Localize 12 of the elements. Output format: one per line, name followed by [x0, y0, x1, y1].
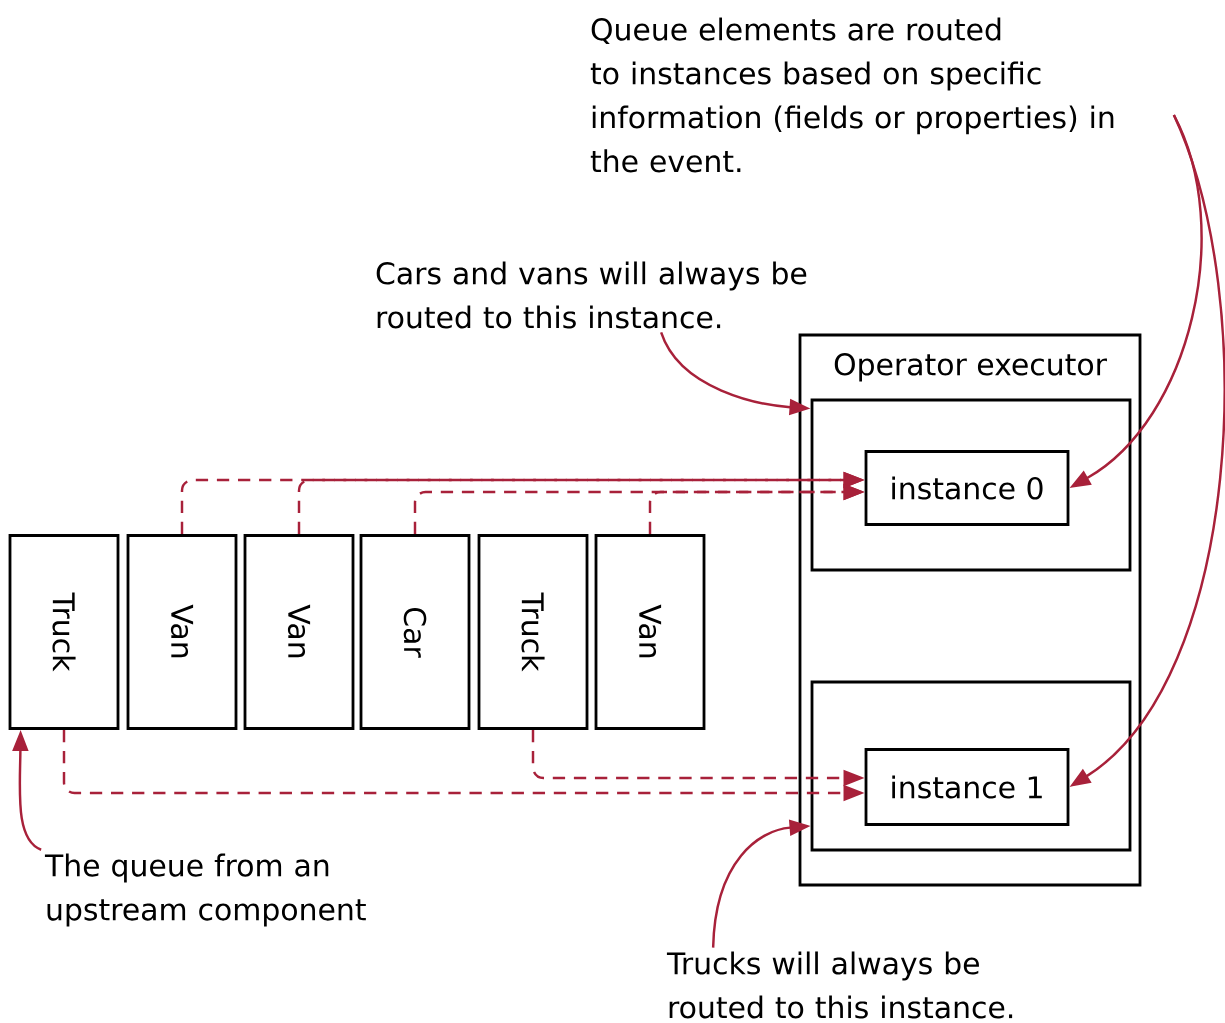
queue-item-box: Van [243, 534, 355, 730]
queue-item-box: Truck [8, 534, 120, 730]
queue-item-box: Van [594, 534, 706, 730]
instance-box: instance 0 [864, 450, 1070, 526]
annotation-text: Trucks will always be routed to this instance. [666, 951, 1013, 1019]
queue-item-box: Van [126, 534, 238, 730]
annotation-text: The queue from an upstream component [44, 853, 366, 927]
annotation-text: Queue elements are routed to instances based on specific information (fields or properties) in the event. [590, 17, 1114, 173]
queue-item-box: Truck [477, 534, 589, 730]
annotation-text: Cars and vans will always be routed to this instance. [376, 261, 807, 329]
queue-item-box: Car [359, 534, 471, 730]
instance-box: instance 1 [864, 748, 1070, 826]
